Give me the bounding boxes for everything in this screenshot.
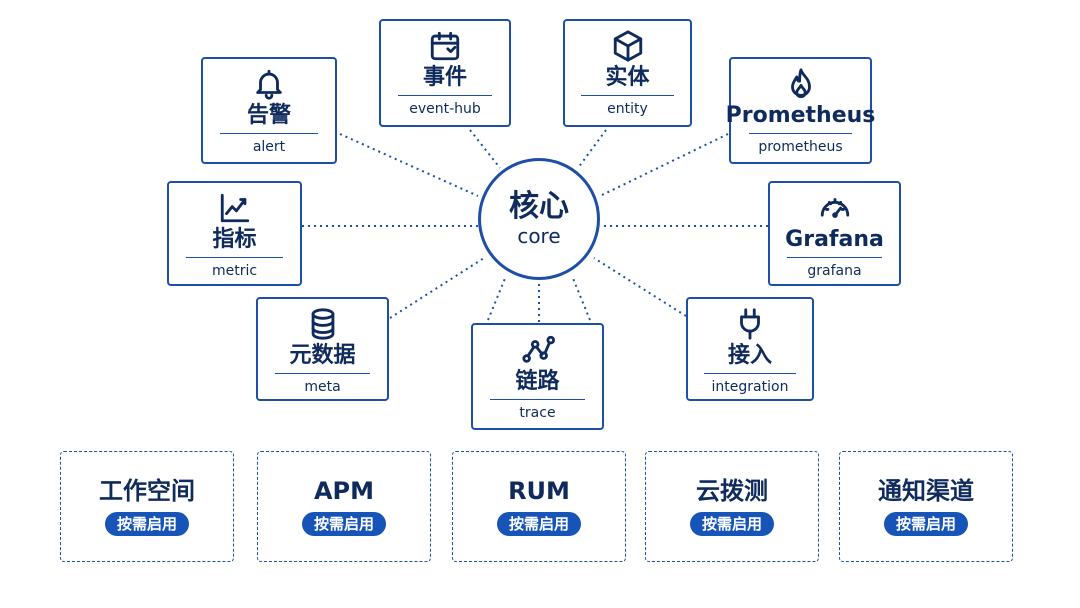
module-subtitle: integration xyxy=(711,379,789,395)
module-title: 事件 xyxy=(422,65,467,90)
module-subtitle: trace xyxy=(519,405,556,421)
module-trace: 链路 trace xyxy=(471,323,604,430)
divider xyxy=(581,95,674,96)
module-alert: 告警 alert xyxy=(201,57,337,164)
optional-title: 通知渠道 xyxy=(878,477,974,505)
module-entity: 实体 entity xyxy=(563,19,692,127)
on-demand-badge: 按需启用 xyxy=(301,512,386,536)
optional-module-workspace: 工作空间 按需启用 xyxy=(60,451,234,562)
module-title: 链路 xyxy=(515,369,560,394)
flame-icon xyxy=(784,67,818,101)
calendar-icon xyxy=(428,29,462,63)
module-title: 告警 xyxy=(246,103,291,128)
module-subtitle: event-hub xyxy=(409,101,481,117)
optional-module-notify: 通知渠道 按需启用 xyxy=(839,451,1013,562)
on-demand-badge: 按需启用 xyxy=(104,512,189,536)
core-title: 核心 xyxy=(509,189,569,224)
module-title: Grafana xyxy=(785,227,884,252)
connector-entity xyxy=(577,129,607,169)
divider xyxy=(186,257,283,258)
connector-trace-right xyxy=(571,275,591,321)
bell-icon xyxy=(252,67,286,101)
plug-icon xyxy=(733,307,767,341)
divider xyxy=(786,257,883,258)
module-subtitle: meta xyxy=(304,379,341,395)
connector-alert xyxy=(339,133,479,197)
module-event-hub: 事件 event-hub xyxy=(379,19,511,127)
optional-module-apm: APM 按需启用 xyxy=(257,451,431,562)
optional-module-synthetic: 云拨测 按需启用 xyxy=(645,451,819,562)
module-meta: 元数据 meta xyxy=(256,297,389,401)
gauge-icon xyxy=(818,191,852,225)
module-prometheus: Prometheus prometheus xyxy=(726,57,875,164)
optional-title: 云拨测 xyxy=(696,477,768,505)
connector-meta xyxy=(389,257,485,319)
module-title: 元数据 xyxy=(289,343,356,368)
module-subtitle: entity xyxy=(607,101,648,117)
optional-title: RUM xyxy=(508,477,570,505)
module-title: 接入 xyxy=(727,343,772,368)
module-subtitle: metric xyxy=(211,263,258,279)
cube-icon xyxy=(611,29,645,63)
connector-prometheus xyxy=(599,133,729,197)
module-title: 实体 xyxy=(605,65,650,90)
module-subtitle: grafana xyxy=(807,263,862,279)
core-node: 核心 core xyxy=(478,158,600,280)
on-demand-badge: 按需启用 xyxy=(883,512,968,536)
divider xyxy=(489,399,586,400)
module-title: 指标 xyxy=(212,227,257,252)
divider xyxy=(704,373,796,374)
line-chart-icon xyxy=(218,191,252,225)
core-subtitle: core xyxy=(517,224,561,248)
on-demand-badge: 按需启用 xyxy=(496,512,581,536)
divider xyxy=(274,373,371,374)
connector-trace-left xyxy=(487,275,507,321)
trace-graph-icon xyxy=(521,333,555,367)
module-title: Prometheus xyxy=(725,103,876,128)
module-subtitle: alert xyxy=(252,139,286,155)
optional-title: APM xyxy=(313,477,375,505)
module-grafana: Grafana grafana xyxy=(768,181,901,286)
divider xyxy=(749,133,852,134)
database-icon xyxy=(306,307,340,341)
optional-module-rum: RUM 按需启用 xyxy=(452,451,626,562)
connector-event-hub xyxy=(469,129,501,169)
divider xyxy=(397,95,493,96)
on-demand-badge: 按需启用 xyxy=(689,512,774,536)
optional-title: 工作空间 xyxy=(99,477,195,505)
connector-integration xyxy=(593,257,687,317)
divider xyxy=(220,133,318,134)
module-metric: 指标 metric xyxy=(167,181,302,286)
module-subtitle: prometheus xyxy=(758,139,843,155)
module-integration: 接入 integration xyxy=(686,297,814,401)
